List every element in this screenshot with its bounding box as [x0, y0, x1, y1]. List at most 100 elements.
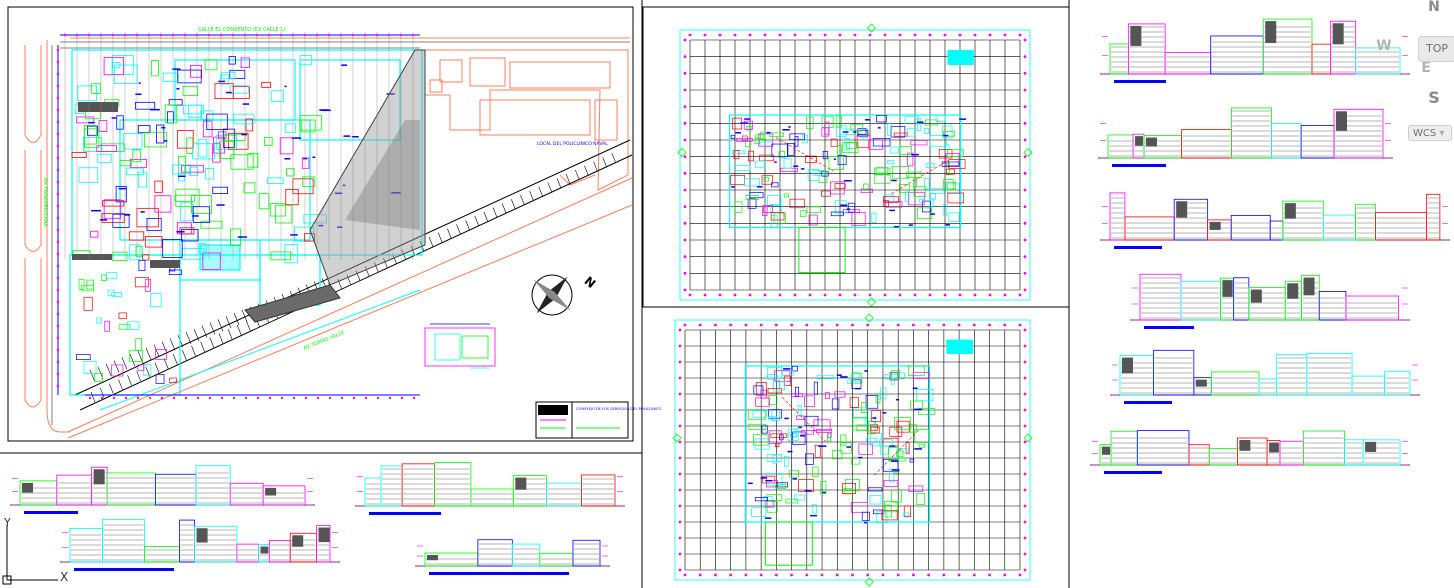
room-outline	[831, 450, 843, 460]
room-outline	[925, 119, 939, 126]
room-outline	[748, 423, 767, 430]
axis-bubble	[759, 323, 763, 327]
facade-block	[69, 528, 103, 563]
axis-bubble	[683, 288, 687, 292]
elevation-title-bar	[74, 568, 174, 571]
wing-outline	[764, 521, 813, 566]
room-outline	[893, 417, 911, 430]
room-outline	[908, 485, 924, 492]
axis-bubble	[808, 293, 812, 297]
room-outline	[787, 142, 795, 156]
room-tag	[343, 135, 351, 137]
axis-bubble	[678, 344, 682, 348]
wcs-dropdown[interactable]: WCS ▾	[1408, 125, 1452, 141]
parking-stall	[437, 232, 443, 243]
axis-bubble	[688, 293, 692, 297]
left-avenue-outline	[24, 37, 630, 433]
room-outline	[785, 498, 799, 504]
grid-bubble	[56, 60, 60, 64]
room-tag	[334, 192, 343, 195]
title-block-text: COMPLEJO DE LOS SERVICIOS DEL POLICLINIC…	[576, 407, 661, 411]
room-outline	[177, 69, 202, 84]
room-outline	[135, 338, 142, 351]
room-outline	[841, 483, 856, 494]
parking-stall	[233, 312, 240, 326]
viewcube-west-icon[interactable]: W	[1376, 38, 1392, 54]
axis-bubble	[678, 472, 682, 476]
room-tag	[853, 131, 857, 133]
axis-bubble	[683, 188, 687, 192]
room-outline	[175, 188, 200, 207]
viewcube-north-icon[interactable]: N	[1428, 0, 1440, 15]
axis-bubble	[1023, 520, 1027, 524]
grid-bubble	[56, 144, 60, 148]
elevations-group[interactable]	[10, 18, 1450, 575]
parking-stall	[193, 328, 200, 341]
floor-plan-upper[interactable]	[677, 23, 1033, 307]
axis-bubble	[896, 573, 900, 577]
room-outline	[945, 181, 956, 190]
parking-stall	[241, 309, 248, 322]
room-tag	[351, 135, 359, 138]
room-outline	[775, 442, 780, 448]
axis-bubble	[778, 33, 782, 37]
room-outline	[169, 377, 177, 383]
viewcube-east-icon[interactable]: E	[1421, 60, 1431, 76]
room-outline	[164, 104, 178, 124]
room-outline	[100, 143, 125, 152]
axis-bubble	[683, 323, 687, 327]
axis-bubble	[988, 293, 992, 297]
room-outline	[794, 136, 799, 147]
room-outline	[230, 154, 254, 170]
axis-bubble	[1023, 376, 1027, 380]
parking-stall	[556, 178, 562, 189]
room-outline	[214, 83, 234, 99]
parking-stall	[492, 207, 498, 218]
floor-plan-lower[interactable]	[672, 313, 1033, 587]
grid-bubble	[304, 396, 308, 400]
room-tag	[959, 118, 967, 120]
room-outline	[83, 124, 97, 145]
axis-bubble	[1023, 392, 1027, 396]
room-outline	[192, 143, 215, 160]
facade-block	[1181, 129, 1232, 159]
grid-bubble	[56, 312, 60, 316]
parking-stall	[127, 375, 132, 386]
facade-block	[144, 546, 181, 563]
room-outline	[851, 373, 863, 384]
dark-panel	[260, 546, 269, 554]
room-outline	[907, 152, 914, 167]
elevation-title-bar	[429, 572, 569, 575]
room-outline	[816, 375, 835, 380]
viewcube-south-icon[interactable]: S	[1428, 88, 1440, 107]
axis-bubble	[733, 33, 737, 37]
room-outline	[768, 416, 778, 421]
axis-bubble	[678, 392, 682, 396]
room-outline	[812, 170, 825, 176]
room-outline	[775, 484, 786, 489]
parking-stall	[217, 319, 224, 332]
room-outline	[925, 163, 935, 168]
room-outline	[869, 495, 882, 505]
room-outline	[144, 278, 151, 292]
axis-bubble	[714, 323, 717, 327]
axis-bubble	[1023, 488, 1027, 492]
facade-block	[1164, 52, 1212, 75]
room-outline	[943, 130, 956, 137]
axis-bubble	[678, 360, 682, 364]
facade-block	[1180, 280, 1221, 321]
room-tag	[792, 478, 798, 480]
axis-bubble	[972, 573, 976, 577]
room-outline	[94, 373, 103, 382]
room-outline	[899, 146, 912, 155]
facade-block	[1233, 277, 1250, 321]
site-plan[interactable]: CALLE EL CONVENTO (EX CALLE 1) AV. PANAM…	[24, 27, 661, 439]
axis-bubble	[1023, 205, 1027, 209]
room-tag	[91, 209, 101, 212]
dark-block	[72, 254, 112, 260]
viewcube-top-face[interactable]: TOP	[1418, 36, 1454, 62]
section-marker	[1023, 433, 1033, 443]
room-outline	[218, 131, 227, 140]
room-outline	[279, 137, 294, 155]
